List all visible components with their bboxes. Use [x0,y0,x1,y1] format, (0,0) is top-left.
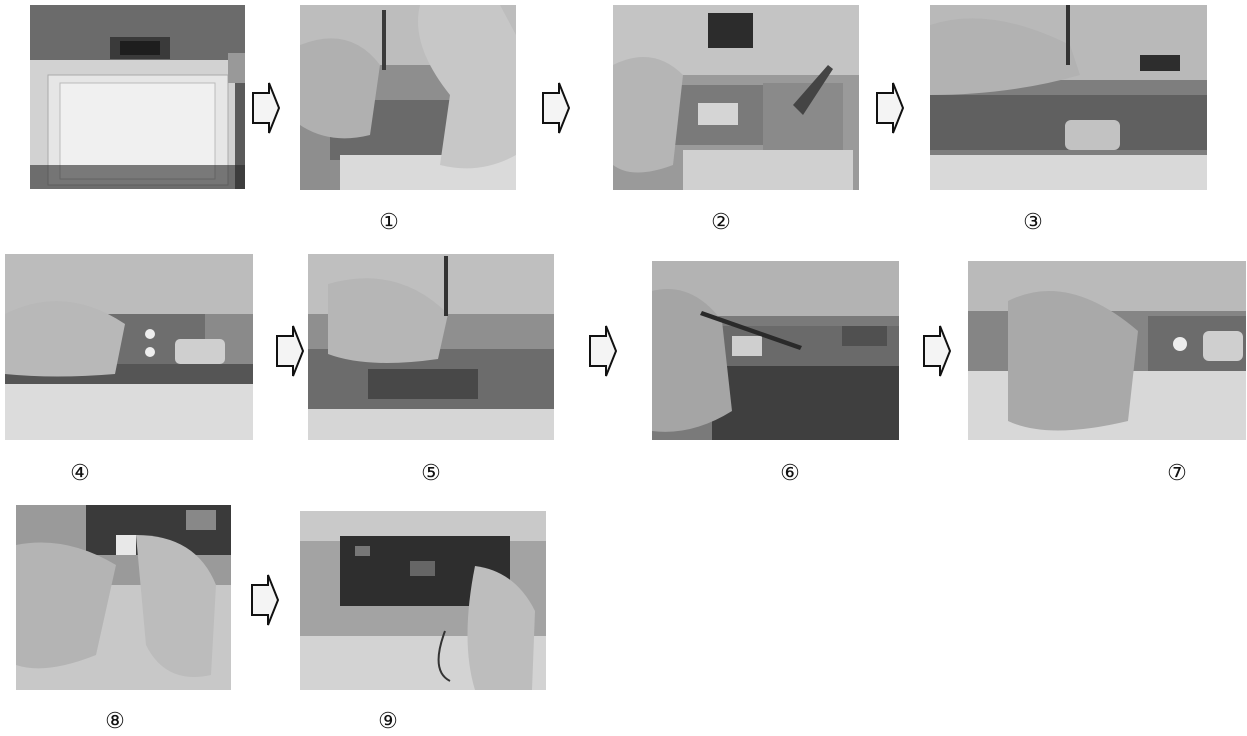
step-8-photo [16,505,231,690]
step-4-photo [5,254,253,440]
overview-photo-freezer [30,5,245,189]
next-step-arrow-icon [588,324,618,378]
step-3-photo [930,5,1207,190]
next-step-arrow-icon [875,81,905,135]
step-2-photo [613,5,859,190]
next-step-arrow-icon [250,573,280,627]
next-step-arrow-icon [541,81,571,135]
step-5-label: ⑤ [421,461,441,486]
step-6-photo [652,261,899,440]
step-1-photo [300,5,516,190]
next-step-arrow-icon [275,324,305,378]
next-step-arrow-icon [922,324,952,378]
step-3-label: ③ [1023,210,1043,235]
step-6-label: ⑥ [780,461,800,486]
step-8-label: ⑧ [105,709,125,734]
step-9-label: ⑨ [378,709,398,734]
step-2-label: ② [711,210,731,235]
step-1-label: ① [379,210,399,235]
next-step-arrow-icon [251,81,281,135]
step-9-photo [300,511,546,690]
step-4-label: ④ [70,461,90,486]
step-7-photo [968,261,1246,440]
step-7-label: ⑦ [1167,461,1187,486]
step-5-photo [308,254,554,440]
